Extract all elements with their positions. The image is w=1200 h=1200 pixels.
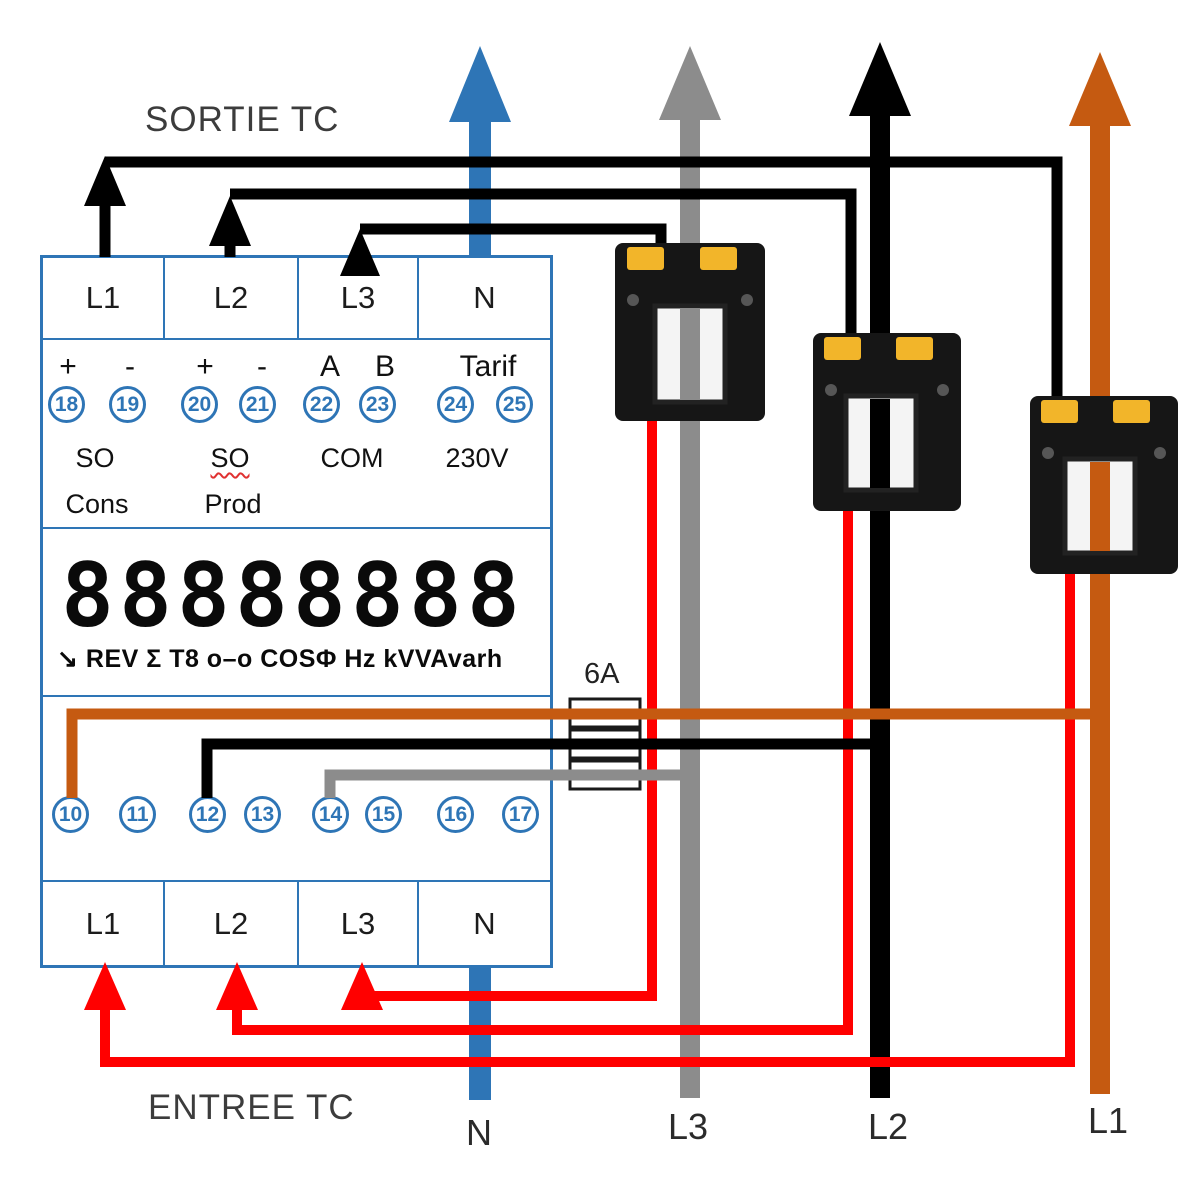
terminal-10: 10 (52, 796, 89, 833)
display-bottom-divider (43, 695, 550, 697)
com-label: COM (320, 443, 384, 473)
terminal-19: 19 (109, 386, 146, 423)
lcd-digits: 88888888 (61, 544, 525, 647)
ct-l2-window (843, 393, 919, 493)
terminal-24: 24 (437, 386, 474, 423)
sign-so-cons-plus: + (59, 350, 77, 383)
ct-l2-screw-icon (937, 384, 949, 396)
terminal-17: 17 (502, 796, 539, 833)
ct-l1-clip-left-icon (1041, 400, 1078, 423)
bottom-terminal-n: N (473, 905, 496, 941)
sortie-tc-label: SORTIE TC (145, 100, 340, 139)
ct-l3-screw-icon (627, 294, 639, 306)
ct-l1-window (1062, 456, 1138, 556)
current-transformer-l3 (615, 243, 765, 421)
so-cons-label: SO (75, 443, 115, 473)
bottom-terminal-l3: L3 (299, 882, 419, 965)
fuse-rating-label: 6A (584, 658, 620, 690)
terminal-25: 25 (496, 386, 533, 423)
arrow-l2-up-icon (849, 42, 911, 116)
fuse-l3 (568, 759, 642, 791)
current-transformer-l2 (813, 333, 961, 511)
terminal-15: 15 (365, 796, 402, 833)
entree-arrow-l1-icon (84, 962, 126, 1010)
sign-so-prod-minus: - (257, 350, 267, 383)
ct-secondary-wire-l3 (360, 223, 667, 252)
cons-label: Cons (65, 489, 129, 519)
ct-l3-screw-icon (741, 294, 753, 306)
top-terminal-l1: L1 (43, 258, 165, 338)
230v-label: 230V (445, 443, 509, 473)
sortie-arrow-l1-icon (84, 156, 126, 206)
top-terminal-l3: L3 (299, 258, 419, 338)
ct-l2-clip-left-icon (824, 337, 861, 360)
entree-arrow-l3-icon (341, 962, 383, 1010)
sign-com-a: A (319, 350, 341, 383)
arrow-l3-up-icon (659, 46, 721, 120)
sign-so-cons-minus: - (125, 350, 135, 383)
bottom-terminal-l1: L1 (43, 882, 165, 965)
top-terminal-n: N (473, 280, 496, 315)
fuse-l1 (568, 697, 642, 729)
fuse-l2 (568, 728, 642, 760)
ct-l3-body (615, 243, 765, 421)
ct-l2-clip-right-icon (896, 337, 933, 360)
ct-l3-clip-right-icon (700, 247, 737, 270)
top-terminal-l2: L2 (165, 258, 299, 338)
terminal-16: 16 (437, 796, 474, 833)
terminal-13: 13 (244, 796, 281, 833)
ct-l1-body (1030, 396, 1178, 574)
tarif-label: Tarif (459, 350, 517, 383)
ct-l1-clip-right-icon (1113, 400, 1150, 423)
ct-l2-screw-icon (825, 384, 837, 396)
arrow-l1-up-icon (1069, 52, 1131, 126)
current-transformer-l1 (1030, 396, 1178, 574)
ct-l1-screw-icon (1154, 447, 1166, 459)
terminal-12: 12 (189, 796, 226, 833)
meter-bottom-terminal-row: L1 L2 L3 N (43, 880, 550, 965)
prod-label: Prod (204, 489, 262, 519)
ct-l1-screw-icon (1042, 447, 1054, 459)
sign-com-b: B (374, 350, 396, 383)
phase-label-n: N (466, 1112, 492, 1153)
sign-so-prod-plus: + (196, 350, 214, 383)
terminal-11: 11 (119, 796, 156, 833)
terminal-20: 20 (181, 386, 218, 423)
terminal-22: 22 (303, 386, 340, 423)
so-prod-label: SO (210, 443, 250, 473)
entree-tc-label: ENTREE TC (148, 1088, 355, 1127)
ct-l3-clip-left-icon (627, 247, 664, 270)
phase-label-l2: L2 (868, 1106, 909, 1147)
ct-l2-body (813, 333, 961, 511)
sortie-arrow-l2-icon (209, 196, 251, 246)
energy-meter: L1 L2 L3 N + - + - A B Tarif 18 19 20 21… (40, 255, 553, 968)
terminal-18: 18 (48, 386, 85, 423)
phase-label-l3: L3 (668, 1106, 709, 1147)
terminal-14: 14 (312, 796, 349, 833)
lcd-symbols: ↘ REV Σ T8 o–o COSΦ Hz kVVAvarh (57, 645, 503, 673)
arrow-n-up-icon (449, 46, 511, 122)
bottom-terminal-l2: L2 (165, 882, 299, 965)
phase-label-l1: L1 (1088, 1100, 1129, 1141)
display-top-divider (43, 527, 550, 529)
terminal-21: 21 (239, 386, 276, 423)
entree-arrow-l2-icon (216, 962, 258, 1010)
ct-l3-window (652, 303, 728, 405)
meter-top-terminal-row: L1 L2 L3 N (43, 258, 550, 340)
terminal-23: 23 (359, 386, 396, 423)
